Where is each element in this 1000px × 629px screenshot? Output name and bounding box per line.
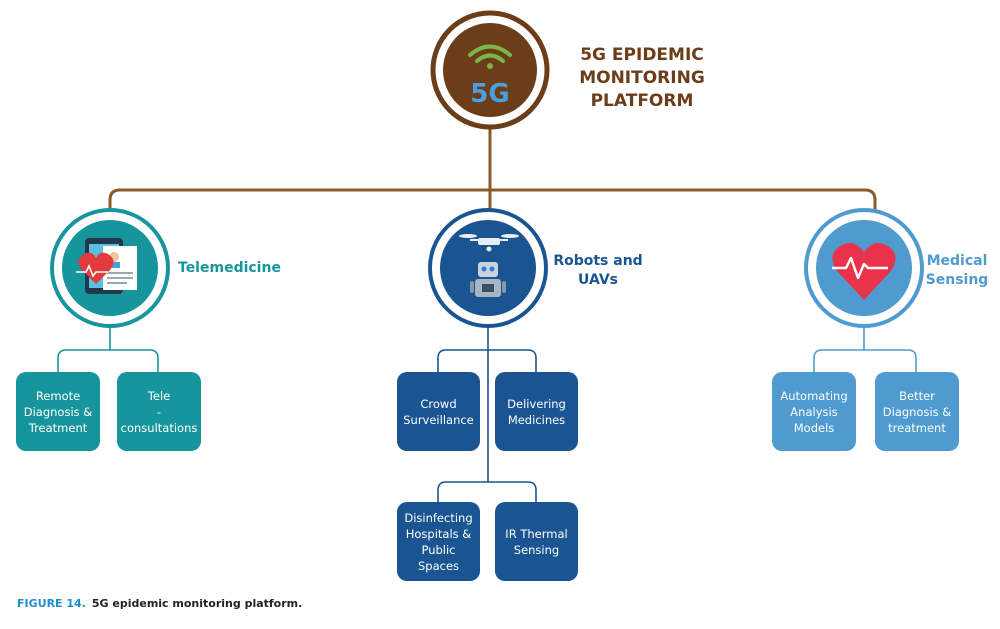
branch-line bbox=[108, 188, 877, 212]
category-label-medical-sensing: Medical Sensing bbox=[925, 253, 989, 288]
item-teleconsultations: Tele -consultations bbox=[117, 372, 201, 451]
item-automating-analysis: Automating Analysis Models bbox=[772, 372, 856, 451]
caption-label: FIGURE 14. bbox=[17, 597, 86, 610]
tablet-heart-icon bbox=[76, 238, 137, 294]
platform-logo: 5G bbox=[430, 10, 550, 130]
wifi-signal-icon bbox=[468, 44, 512, 63]
robots-node bbox=[428, 208, 548, 328]
telemedicine-connectors bbox=[57, 325, 159, 372]
sensing-connectors bbox=[813, 325, 917, 372]
category-label-robots: Robots and UAVs bbox=[553, 253, 643, 288]
heart-pulse-icon bbox=[832, 243, 896, 300]
item-remote-diagnosis: Remote Diagnosis & Treatment bbox=[16, 372, 100, 451]
platform-title: 5G EPIDEMIC MONITORING PLATFORM bbox=[579, 45, 705, 111]
robots-connectors bbox=[437, 325, 537, 502]
drone-robot-icon bbox=[459, 234, 519, 297]
caption-text: 5G epidemic monitoring platform. bbox=[91, 597, 303, 610]
item-ir-thermal-sensing: IR Thermal Sensing bbox=[495, 502, 578, 581]
item-delivering-medicines: Delivering Medicines bbox=[495, 372, 578, 451]
item-better-diagnosis: Better Diagnosis & treatment bbox=[875, 372, 959, 451]
item-disinfecting: Disinfecting Hospitals & Public Spaces bbox=[397, 502, 480, 581]
connector-lines bbox=[57, 128, 917, 502]
item-crowd-surveillance: Crowd Surveillance bbox=[397, 372, 480, 451]
logo-5g-text: 5G bbox=[470, 79, 509, 109]
figure-caption: FIGURE 14. 5G epidemic monitoring platfor… bbox=[17, 597, 302, 610]
telemedicine-node bbox=[50, 208, 170, 328]
medical-sensing-node bbox=[804, 208, 924, 328]
category-label-telemedicine: Telemedicine bbox=[178, 260, 281, 276]
